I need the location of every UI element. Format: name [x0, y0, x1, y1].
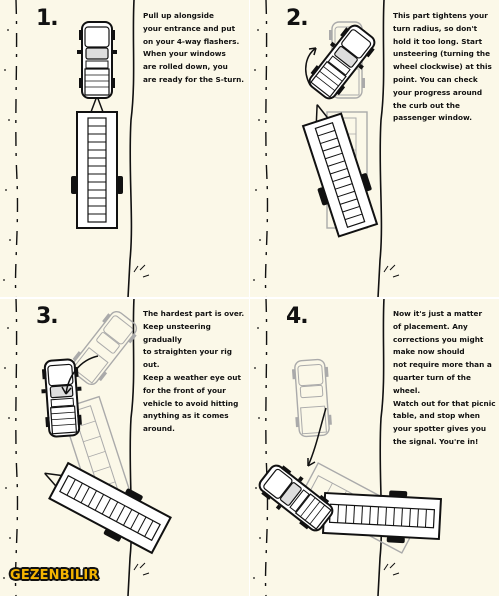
panel-divider-horizontal [0, 297, 499, 299]
step-panel-2: 2. This part tightens your turn radius, … [250, 0, 499, 298]
pickup-truck [38, 357, 86, 439]
step-3-illustration [3, 298, 175, 596]
trailer [291, 95, 384, 240]
watermark-logo: GEZENBILIR [6, 566, 122, 588]
step-instructions: The hardest part is over. Keep unsteerin… [143, 309, 245, 434]
step-panel-4: 4. Now it's just a matter of placement. … [250, 298, 499, 596]
pickup-truck [301, 18, 383, 106]
step-4-illustration [252, 298, 443, 596]
step-number: 1. [36, 6, 59, 31]
step-instructions: Pull up alongside your entrance and put … [143, 11, 245, 84]
trailer [31, 449, 175, 560]
step-instructions: Now it's just a matter of placement. Any… [393, 309, 496, 446]
step-number: 2. [286, 6, 309, 31]
pickup-truck [76, 21, 118, 99]
step-number: 4. [286, 304, 309, 329]
step-instructions: This part tightens your turn radius, so … [393, 11, 492, 123]
step-1-illustration [3, 0, 150, 298]
watermark-text: GEZENBILIR [10, 568, 99, 583]
step-2-illustration [253, 0, 400, 298]
step-panel-1: 1. Pull up alongside your entrance and p… [0, 0, 249, 298]
step-number: 3. [36, 304, 59, 329]
step-panel-3: 3. The hardest part is over. Keep unstee… [0, 298, 249, 596]
ghost-pickup-truck [290, 358, 334, 438]
trailer [70, 95, 124, 229]
